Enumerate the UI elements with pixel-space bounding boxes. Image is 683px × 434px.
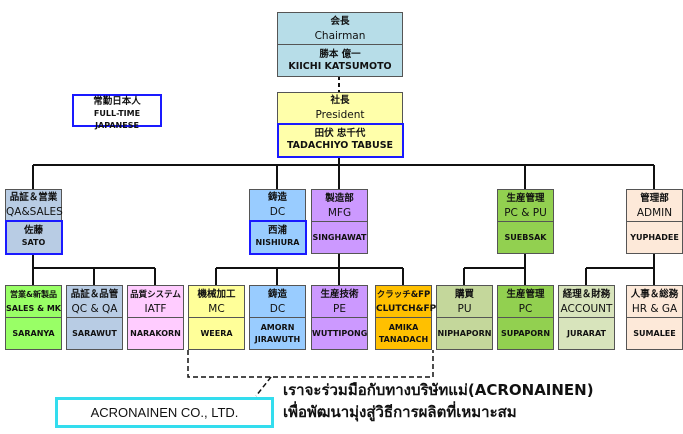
section-account: 経理＆財務 ACCOUNT JURARAT <box>558 285 615 350</box>
name-jp: 田伏 忠千代 <box>314 128 366 140</box>
name-en-2: TANADACH <box>378 334 429 344</box>
name-en: SATO <box>21 238 46 248</box>
section-en: HR & GA <box>631 302 678 315</box>
title-en: President <box>315 109 365 122</box>
section-en: ACCOUNT <box>560 302 613 315</box>
dept-mfg: 製造部 MFG SINGHAWAT <box>311 189 368 254</box>
title-jp: 会長 <box>330 15 350 27</box>
dept-jp: 生産管理 <box>506 192 545 204</box>
section-en: PE <box>333 302 346 315</box>
legend-fulltime-japanese: 常勤日本人 FULL-TIME JAPANESE <box>72 94 162 130</box>
legend-en: FULL-TIME JAPANESE <box>93 109 141 130</box>
section-jp: 人事＆総務 <box>630 288 679 300</box>
section-pu: 購買 PU NIPHAPORN <box>436 285 493 350</box>
name-en-2: JIRAWUTH <box>254 334 301 344</box>
section-jp: 生産技術 <box>320 288 359 300</box>
section-hr-ga: 人事＆総務 HR & GA SUMALEE <box>626 285 683 350</box>
section-en: QC & QA <box>71 302 118 315</box>
dept-jp: 品証＆営業 <box>9 192 58 204</box>
name-en: AMORN <box>260 322 295 332</box>
name-en: YUPHADEE <box>630 232 679 242</box>
section-en: PU <box>457 302 472 315</box>
section-qc-qa: 品証＆品管 QC & QA SARAWUT <box>66 285 123 350</box>
section-en: PC <box>518 302 533 315</box>
parent-company-box: ACRONAINEN CO., LTD. <box>55 397 274 428</box>
section-pc: 生産管理 PC SUPAPORN <box>497 285 554 350</box>
section-iatf: 品質システム IATF NARAKORN <box>127 285 184 350</box>
dept-en: MFG <box>327 206 352 219</box>
section-clutch-fp: クラッチ&FP CLUTCH&FP AMIKA TANADACH <box>375 285 437 350</box>
title-jp: 社長 <box>330 95 350 107</box>
section-jp: 購買 <box>454 288 474 300</box>
name-jp: 佐藤 <box>23 225 43 237</box>
section-en: IATF <box>144 302 167 315</box>
dept-en: DC <box>269 206 286 219</box>
dept-pc-pu: 生産管理 PC & PU SUEBSAK <box>497 189 554 254</box>
name-en: AMIKA <box>388 322 419 332</box>
name-en: SUPAPORN <box>500 328 551 338</box>
dept-en: PC & PU <box>504 206 547 219</box>
dept-jp: 鋳造 <box>267 192 287 204</box>
section-dc: 鋳造 DC AMORN JIRAWUTH <box>249 285 306 350</box>
section-en: MC <box>208 302 225 315</box>
note-line-2: เพื่อพัฒนามุ่งสู่วิธีการผลิตที่เหมาะสม <box>283 403 517 421</box>
dept-en: QA&SALES <box>6 206 63 219</box>
name-en: SINGHAWAT <box>312 232 367 242</box>
dept-jp: 管理部 <box>640 192 669 204</box>
legend-jp: 常勤日本人 <box>93 96 141 107</box>
section-jp: 機械加工 <box>197 288 236 300</box>
name-en: SARAWUT <box>72 328 117 338</box>
name-en: NISHIURA <box>255 238 300 248</box>
section-jp: 経理＆財務 <box>562 288 611 300</box>
name-en: NIPHAPORN <box>437 328 492 338</box>
dept-admin: 管理部 ADMIN YUPHADEE <box>626 189 683 254</box>
name-en: SUMALEE <box>633 328 676 338</box>
section-mc: 機械加工 MC WEERA <box>188 285 245 350</box>
name-en: WUTTIPONG <box>312 328 368 338</box>
title-en: Chairman <box>314 29 366 42</box>
section-jp: 品証＆品管 <box>70 288 119 300</box>
dept-jp: 製造部 <box>325 192 354 204</box>
section-en: SALES & MK <box>6 303 61 313</box>
name-jp: 勝本 億一 <box>319 48 361 60</box>
name-en: NARAKORN <box>130 328 181 338</box>
section-en: CLUTCH&FP <box>376 303 437 314</box>
section-sales-mk: 営業&新製品 SALES & MK SARANYA <box>5 285 62 350</box>
parent-company-name: ACRONAINEN CO., LTD. <box>90 405 239 420</box>
name-en: SARANYA <box>12 328 55 338</box>
section-jp: 品質システム <box>130 289 181 300</box>
section-jp: 営業&新製品 <box>10 289 57 299</box>
section-jp: 生産管理 <box>506 288 545 300</box>
name-en: JURARAT <box>566 328 606 338</box>
name-en: TADACHIYO TABUSE <box>286 140 394 152</box>
note-line-1: เราจะร่วมมือกับทางบริษัทแม่(ACRONAINEN) <box>283 381 594 399</box>
name-en: WEERA <box>200 328 233 338</box>
section-pe: 生産技術 PE WUTTIPONG <box>311 285 368 350</box>
section-en: DC <box>269 302 286 315</box>
name-en: SUEBSAK <box>504 232 547 242</box>
name-jp: 西浦 <box>267 225 287 237</box>
section-jp: 鋳造 <box>267 288 287 300</box>
section-jp: クラッチ&FP <box>376 289 431 300</box>
name-en: KIICHI KATSUMOTO <box>288 60 392 72</box>
dept-en: ADMIN <box>636 206 673 219</box>
